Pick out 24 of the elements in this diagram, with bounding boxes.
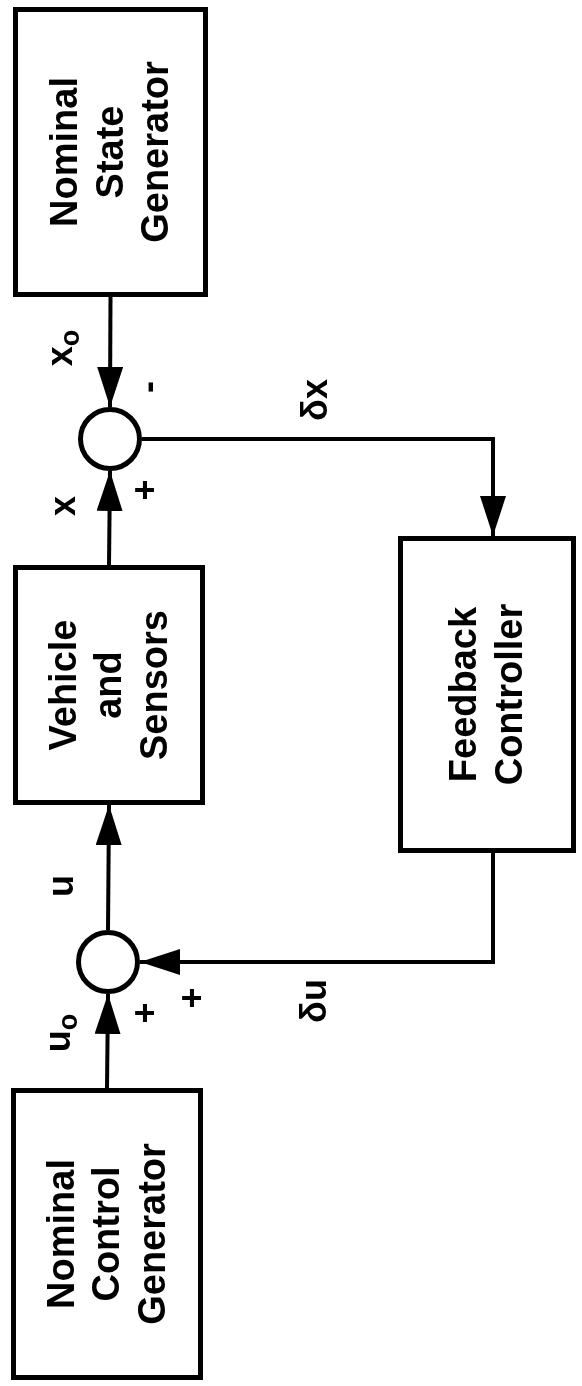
sign-label: + [127, 1002, 163, 1024]
block-box [11, 1088, 203, 1380]
block-label: Vehicle and Sensors [40, 610, 176, 760]
arrow [94, 993, 121, 1089]
signal-label: δx [297, 379, 333, 421]
block-label: Nominal Control Generator [38, 1143, 174, 1325]
block-label: Nominal State Generator [42, 61, 178, 243]
block-box [13, 565, 205, 805]
sign-label: + [174, 987, 210, 1009]
block-box [398, 536, 576, 853]
signal-label: δu [296, 979, 332, 1023]
block-box [13, 7, 208, 297]
sign-label: + [127, 479, 163, 501]
summing-junction [78, 407, 142, 471]
block-label: Feedback Controller [441, 603, 531, 786]
arrow [140, 853, 495, 975]
sign-label: - [130, 381, 166, 393]
arrow [97, 297, 124, 407]
arrow [96, 470, 123, 566]
signal-label: x [45, 496, 81, 516]
arrow [95, 805, 122, 930]
arrow [142, 437, 506, 536]
signal-label: u [43, 875, 79, 897]
summing-junction [76, 930, 140, 994]
